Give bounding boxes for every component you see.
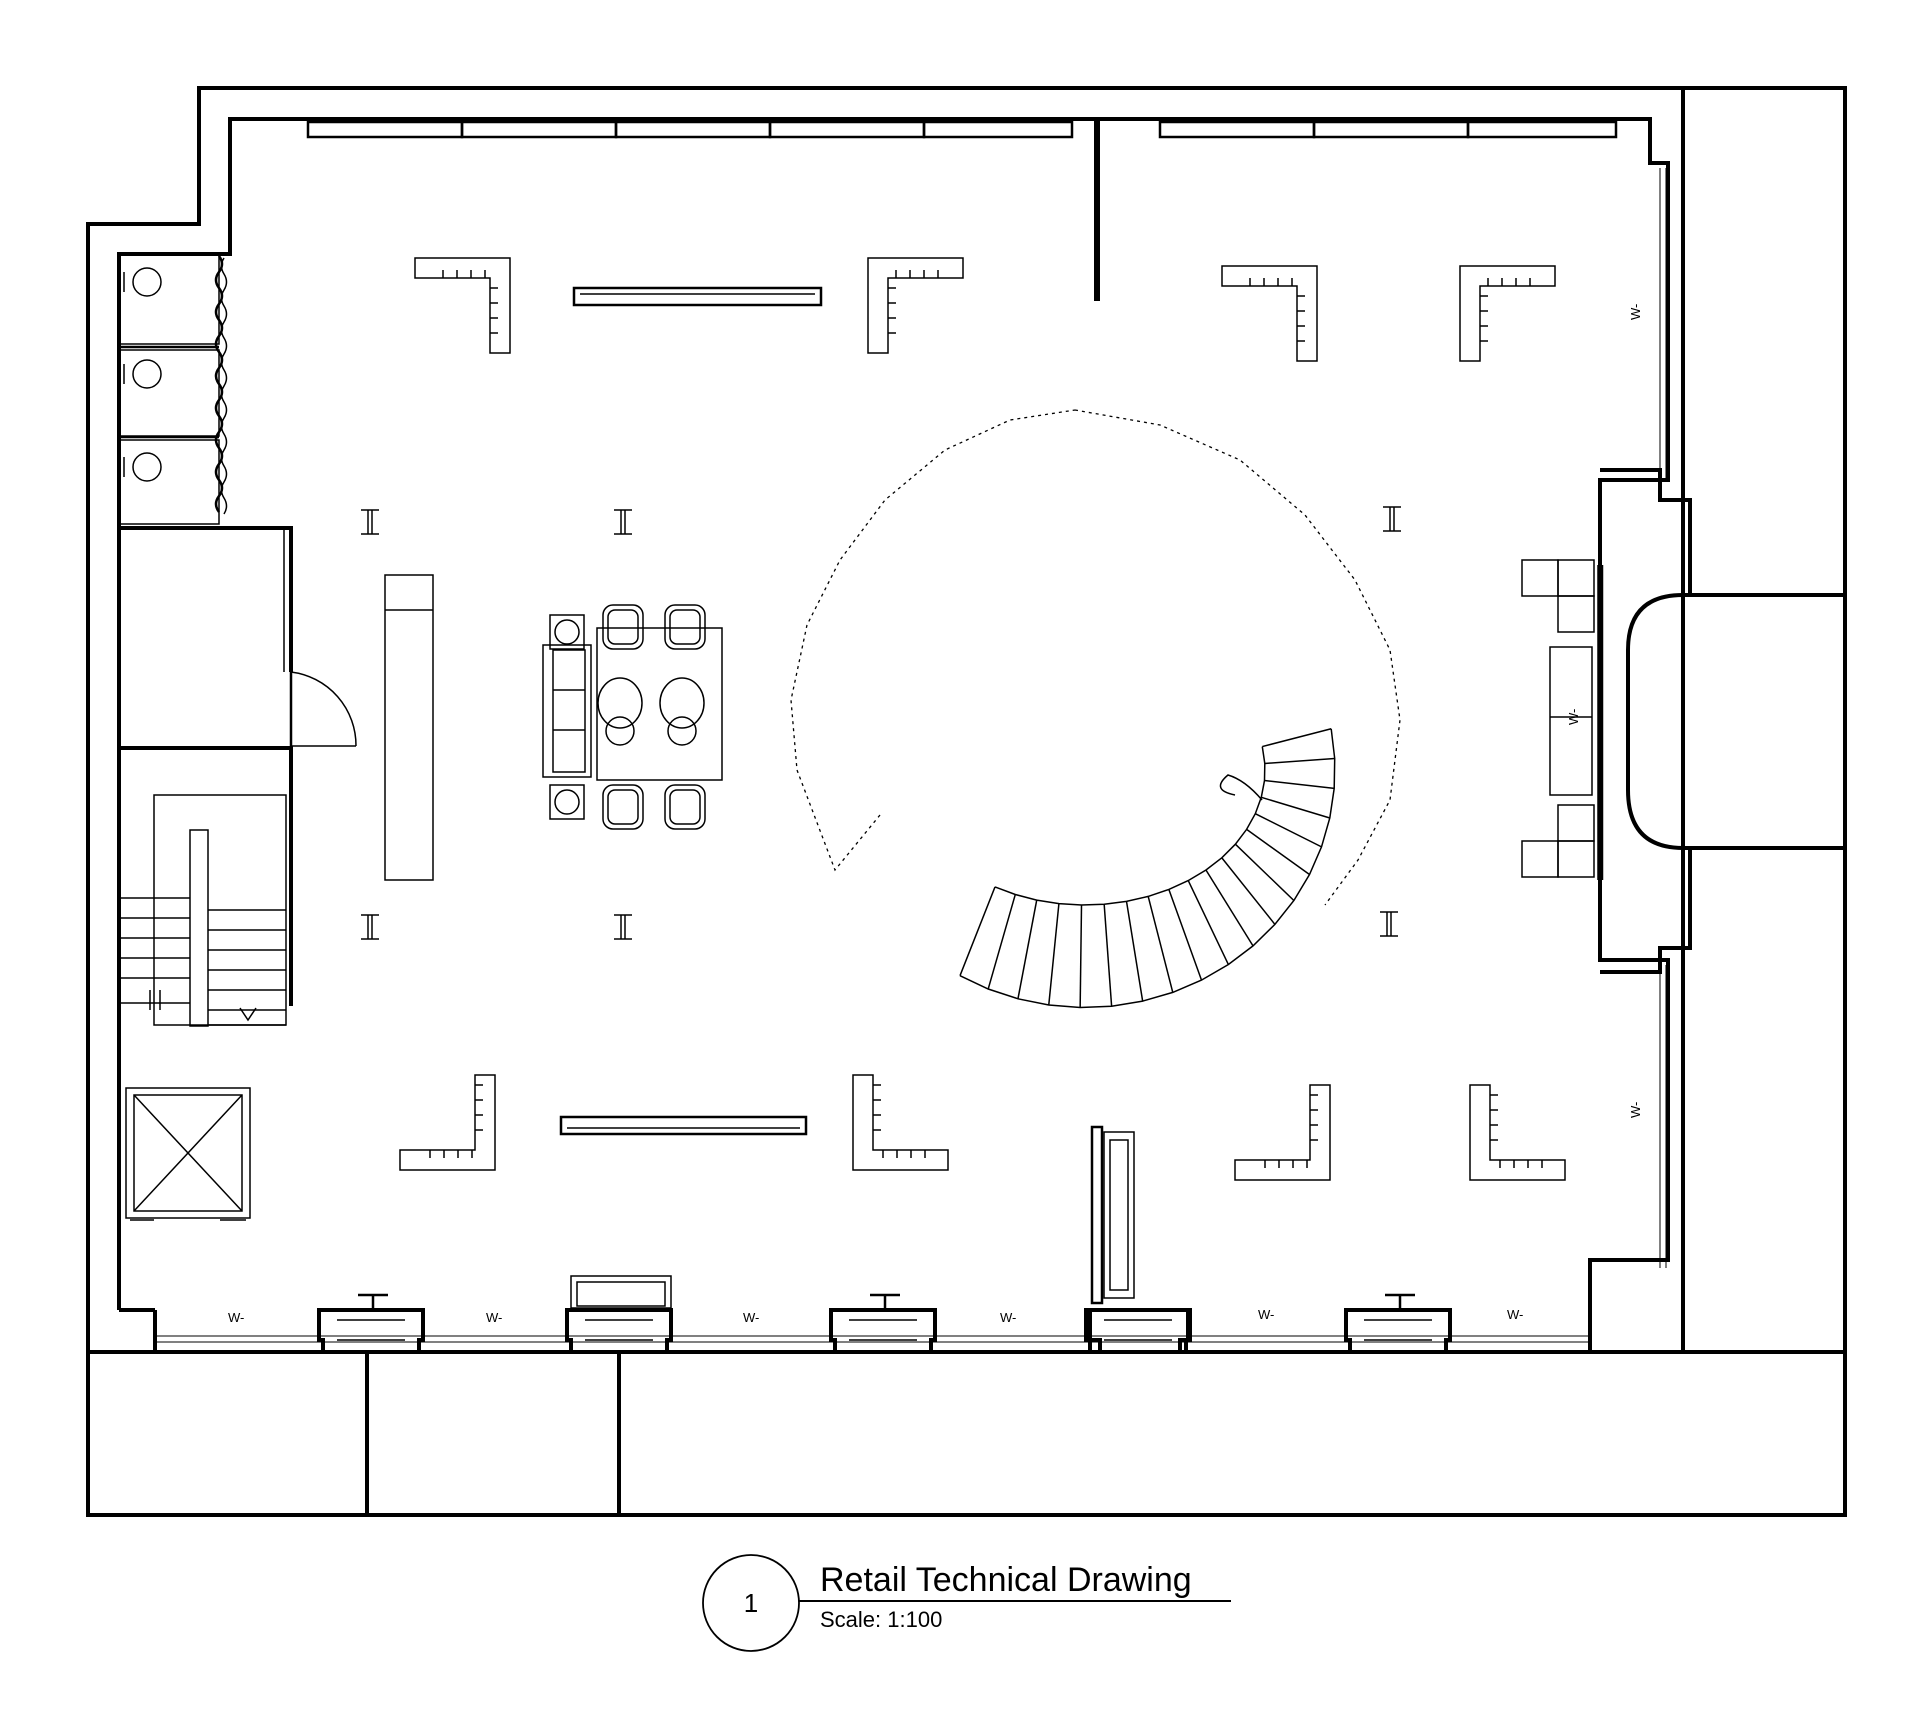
stair-tread <box>1262 728 1332 748</box>
stair-tread <box>987 894 1017 990</box>
right-windows <box>1659 168 1667 1268</box>
window-tag: W- <box>1507 1307 1523 1322</box>
outer-walls <box>86 86 1847 1517</box>
stair-tread <box>1125 901 1144 1002</box>
window-tag: W- <box>1000 1310 1016 1325</box>
stair-tread <box>1264 779 1335 790</box>
mezzanine-void <box>790 409 1401 906</box>
drawing-scale: Scale: 1:100 <box>820 1607 942 1632</box>
l-display-unit <box>867 257 964 354</box>
column <box>361 509 379 535</box>
storage-room <box>119 526 357 1006</box>
columns <box>361 506 1401 940</box>
dining-chair <box>602 784 644 830</box>
l-display-unit <box>1221 265 1318 362</box>
column <box>1380 911 1398 937</box>
dining-chair <box>664 784 706 830</box>
spiral-stair <box>959 728 1336 1009</box>
window-tag: W- <box>1258 1307 1274 1322</box>
window-bay <box>1344 1293 1452 1350</box>
lounge-set <box>542 604 723 830</box>
stair-tread <box>1246 828 1310 876</box>
stair-tread <box>1017 899 1038 999</box>
l-display-unit <box>414 257 511 354</box>
window-tag: W- <box>1628 304 1643 320</box>
l-display-unit <box>1234 1084 1331 1181</box>
l-display-unit <box>1469 1084 1566 1181</box>
l-display-units <box>399 257 1566 1181</box>
l-display-unit <box>399 1074 496 1171</box>
island-displays <box>559 286 823 1136</box>
window-bay <box>317 1293 425 1350</box>
long-counter <box>384 574 434 881</box>
window-bay <box>829 1293 937 1350</box>
partition-wall <box>1094 119 1100 301</box>
window-tag: W- <box>486 1310 502 1325</box>
window-tag: W- <box>228 1310 244 1325</box>
stair-tread <box>1221 857 1276 925</box>
elevator <box>125 1087 251 1221</box>
stair-tread <box>1264 757 1335 765</box>
window-bay <box>565 1275 673 1350</box>
l-display-unit <box>1459 265 1556 362</box>
column <box>361 914 379 940</box>
stair-tread <box>1254 813 1322 848</box>
stair-tread <box>1205 869 1254 947</box>
drawing-number: 1 <box>744 1588 758 1618</box>
stair-tread <box>1261 796 1331 819</box>
window-bays <box>317 1275 1452 1350</box>
title-block: 1 Retail Technical Drawing Scale: 1:100 <box>702 1554 1231 1652</box>
tall-display <box>1090 1125 1135 1305</box>
stair-tread <box>1048 903 1060 1006</box>
dining-chair <box>602 604 644 650</box>
l-display-unit <box>852 1074 949 1171</box>
stair-tread <box>959 886 996 976</box>
stair-tread <box>1079 904 1083 1008</box>
stair-tread <box>1147 896 1174 993</box>
column <box>614 509 632 535</box>
stair-tread <box>1187 880 1230 965</box>
fitting-rooms <box>118 253 228 525</box>
stair-tread <box>1234 843 1295 902</box>
drawing-number-bubble <box>702 1554 800 1652</box>
top-wall-shelving <box>306 120 1618 139</box>
column <box>1383 506 1401 532</box>
stair-tread <box>1168 889 1203 981</box>
window-tags: W- W- W- W- W- W- W- W- W- <box>228 304 1643 1325</box>
column <box>614 914 632 940</box>
window-tag: W- <box>1628 1102 1643 1118</box>
stair-core <box>119 794 287 1027</box>
window-bay <box>1088 1308 1190 1350</box>
window-tag: W- <box>743 1310 759 1325</box>
window-tag: W- <box>1566 709 1581 725</box>
frontage <box>119 1308 1590 1352</box>
dining-chair <box>664 604 706 650</box>
stair-tread <box>1103 904 1113 1007</box>
drawing-title: Retail Technical Drawing <box>820 1561 1192 1599</box>
checkout-area <box>1521 468 1692 974</box>
